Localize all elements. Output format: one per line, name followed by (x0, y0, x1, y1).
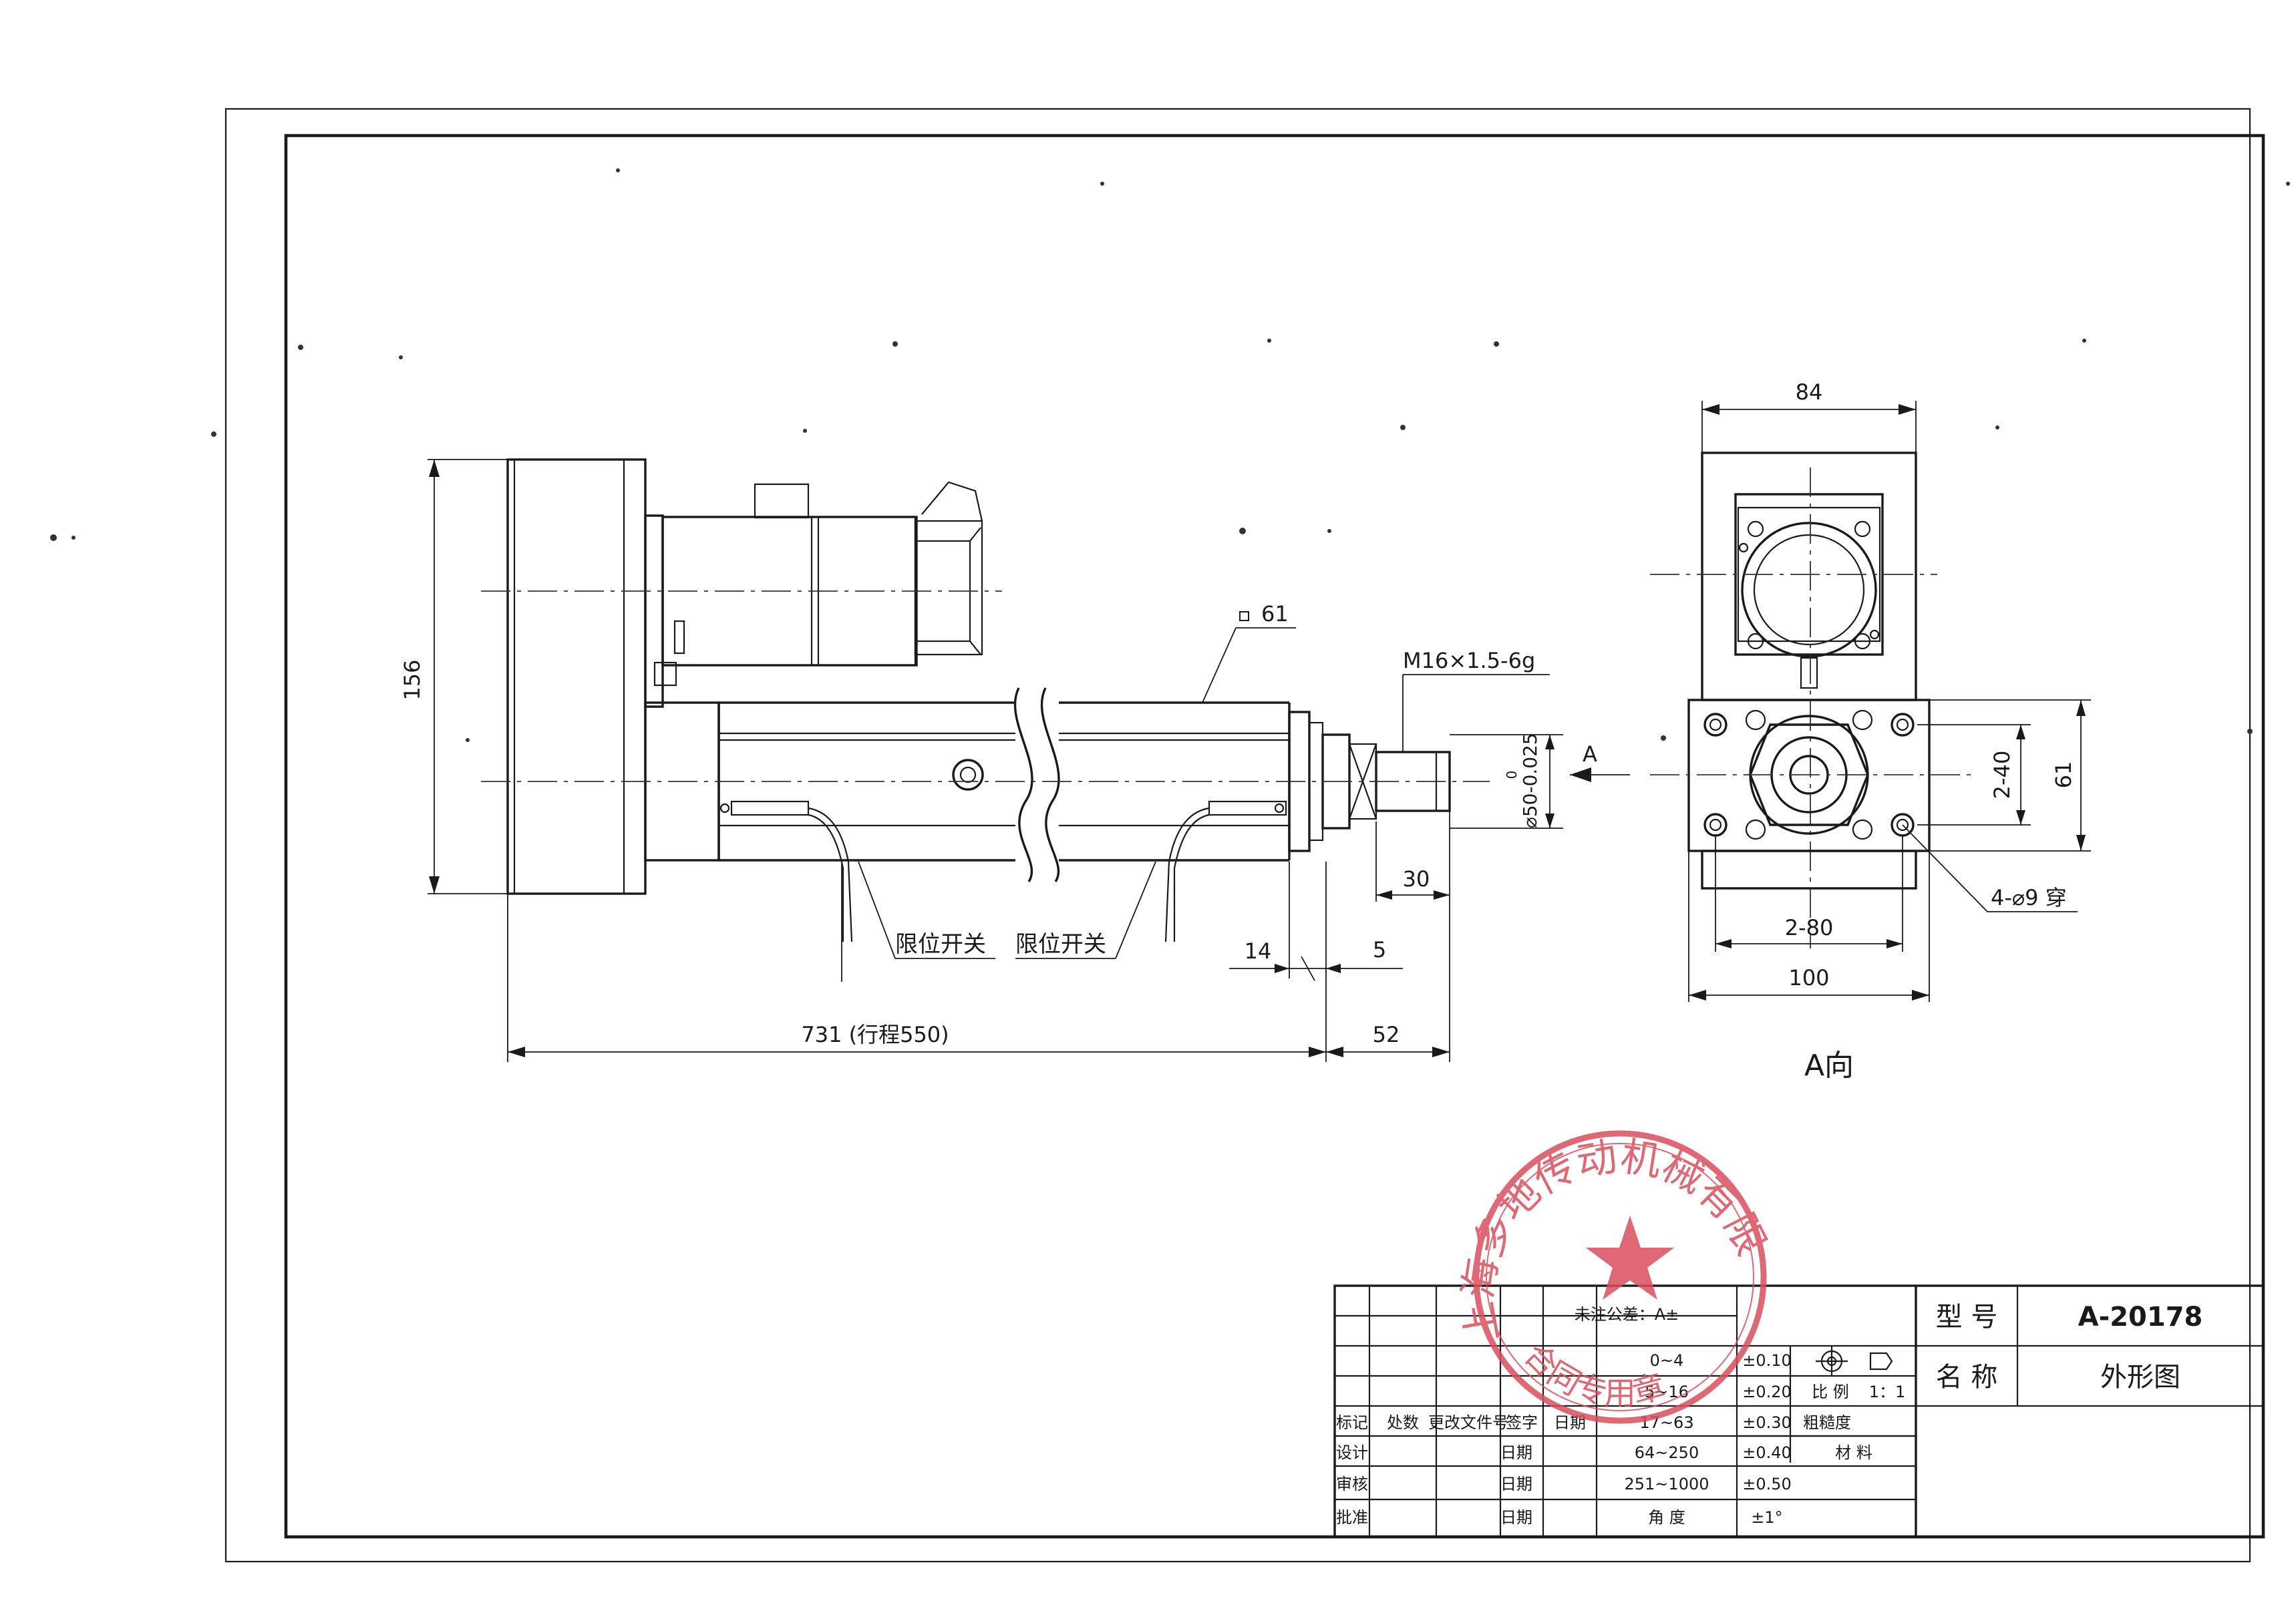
dim-overall-height: 156 (399, 459, 508, 894)
tol-value-5: ±1° (1751, 1508, 1782, 1527)
dim-2-40-label: 2-40 (1989, 751, 2015, 799)
rev-header-3: 签字 (1506, 1413, 1538, 1432)
rev-header-1: 处数 (1387, 1413, 1419, 1432)
dim-width-bottom: 2-80 100 (1688, 835, 1930, 1002)
rev-header-2: 更改文件号 (1428, 1413, 1508, 1432)
stamp-bottom-text: 合同专用章 (1516, 1336, 1669, 1412)
approval-role-1: 审核 (1336, 1475, 1368, 1493)
limit-switch-label-left: 限位开关 (895, 931, 986, 958)
motor-connector (754, 483, 810, 519)
dim-thread: M16×1.5-6g (1402, 648, 1550, 752)
title-block: 未注公差：A± 0~4 ±0.10 5~16 ±0.20 17~63 ±0.30… (1333, 1284, 2265, 1538)
end-view-title: A向 (1804, 1049, 1854, 1083)
tol-range-5: 角 度 (1648, 1508, 1685, 1527)
tol-range-0: 0~4 (1650, 1351, 1684, 1370)
motor-body (644, 481, 983, 708)
limit-switch-label-right: 限位开关 (1015, 931, 1106, 958)
limit-switches (719, 800, 1287, 942)
view-arrow: A (1570, 741, 1630, 782)
dim-5-label: 5 (1373, 937, 1386, 962)
company-stamp: 上海多地传动机械有限 合同专用章 (1455, 1130, 1775, 1424)
approval-date-1: 日期 (1500, 1475, 1532, 1493)
rev-header-0: 标记 (1336, 1413, 1368, 1432)
name-value: 外形图 (2100, 1362, 2180, 1393)
scale-value: 1：1 (1869, 1383, 1906, 1401)
dim-width-top: 84 (1701, 379, 1917, 453)
dim-30-label: 30 (1403, 866, 1430, 892)
side-view: 156 61 M16×1.5-6g ⌀50-0.025 0 (399, 458, 1630, 1062)
scale-label: 比 例 (1812, 1383, 1849, 1401)
end-view: 84 2-80 100 2-40 61 (1650, 379, 2091, 1083)
dim-length-label: 731 (行程550) (801, 1022, 949, 1047)
motor-flange (1701, 452, 1917, 701)
holes-label: 4-⌀9 穿 (1991, 885, 2067, 910)
projection-symbol-icon (1816, 1346, 1893, 1377)
tol-value-2: ±0.30 (1742, 1413, 1792, 1432)
view-arrow-label: A (1583, 741, 1597, 767)
material-label: 材 料 (1835, 1443, 1872, 1462)
tol-range-1: 5~16 (1645, 1383, 1689, 1401)
thread-label: M16×1.5-6g (1403, 648, 1535, 673)
dim-84-label: 84 (1796, 379, 1823, 405)
dims-bottom: 731 (行程550) 52 30 14 5 (507, 811, 1450, 1062)
sheet-borders (224, 108, 2265, 1563)
tol-value-0: ±0.10 (1742, 1351, 1792, 1370)
model-label: 型 号 (1936, 1302, 1998, 1332)
tol-range-3: 64~250 (1635, 1443, 1699, 1462)
tol-value-1: ±0.20 (1742, 1383, 1792, 1401)
dim-tube-square: 61 (1202, 601, 1296, 703)
approval-role-2: 批准 (1336, 1508, 1368, 1527)
dim-61-label: 61 (2051, 761, 2076, 789)
scan-specks (50, 168, 2290, 742)
approval-role-0: 设计 (1336, 1443, 1368, 1462)
name-label: 名 称 (1936, 1362, 1998, 1393)
approval-date-0: 日期 (1500, 1443, 1532, 1462)
tol-range-4: 251~1000 (1625, 1475, 1709, 1493)
rod-diameter-label: ⌀50-0.025 (1519, 733, 1541, 828)
rod-tol-upper: 0 (1504, 771, 1520, 779)
dim-rod-diameter: ⌀50-0.025 0 (1450, 733, 1563, 829)
dim-height-label: 156 (399, 659, 425, 700)
tube-bolt (952, 759, 984, 791)
tolerance-header: 未注公差：A± (1575, 1305, 1679, 1324)
tol-value-4: ±0.50 (1742, 1475, 1792, 1493)
roughness-label: 粗糙度 (1803, 1413, 1851, 1432)
dim-tube-label: 61 (1261, 601, 1289, 627)
dim-height-end: 2-40 61 (1917, 699, 2091, 852)
dim-100-label: 100 (1788, 965, 1829, 991)
dim-52-label: 52 (1373, 1022, 1400, 1047)
limit-switch-callouts: 限位开关 限位开关 (858, 861, 1156, 959)
revision-headers: 标记 处数 更改文件号 签字 日期 (1336, 1413, 1586, 1432)
dim-holes: 4-⌀9 穿 (1902, 824, 2078, 912)
approval-date-2: 日期 (1500, 1508, 1532, 1527)
actuator-tube (644, 687, 1291, 882)
stamp-star-icon (1586, 1216, 1674, 1300)
dim-2-80-label: 2-80 (1785, 915, 1834, 940)
model-value: A-20178 (2078, 1302, 2203, 1332)
dim-14-label: 14 (1245, 938, 1272, 964)
approvals: 设计 日期 审核 日期 批准 日期 (1336, 1443, 1532, 1527)
tol-value-3: ±0.40 (1742, 1443, 1792, 1462)
